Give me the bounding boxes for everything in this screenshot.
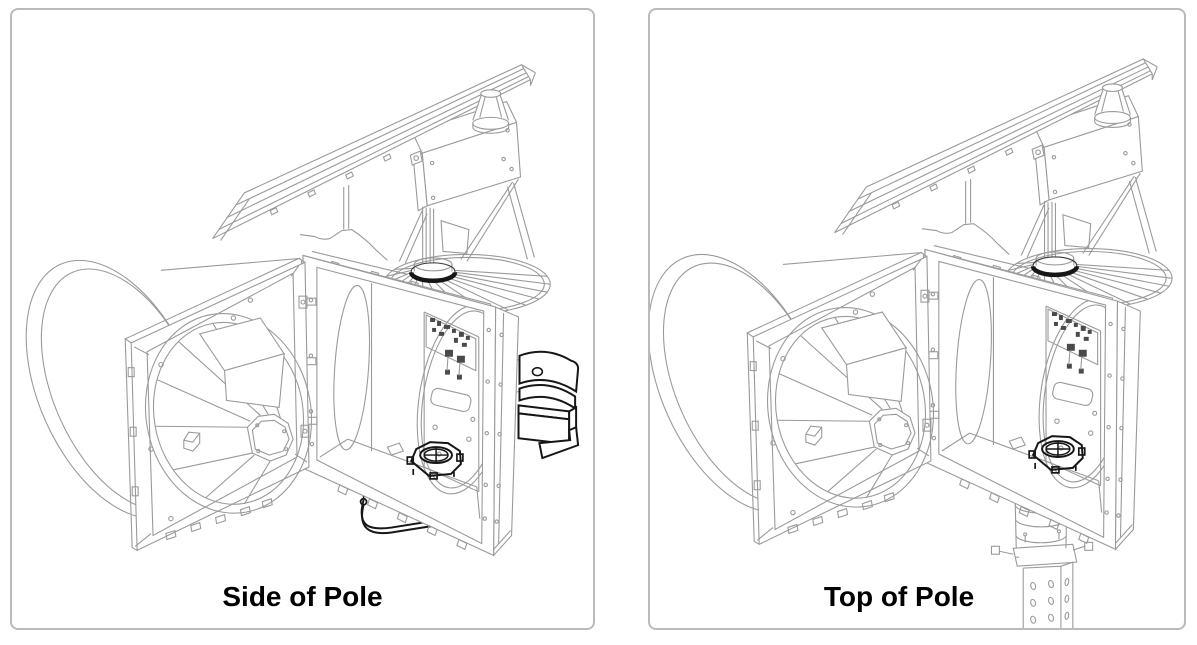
illustration-top-of-pole [650,10,1184,628]
figure-card-side-of-pole: Side of Pole [10,8,595,630]
figure-card-top-of-pole: Top of Pole [648,8,1186,630]
illustration-side-of-pole [12,10,580,628]
figure-caption-side: Side of Pole [222,581,383,612]
figure-caption-top: Top of Pole [823,581,975,612]
